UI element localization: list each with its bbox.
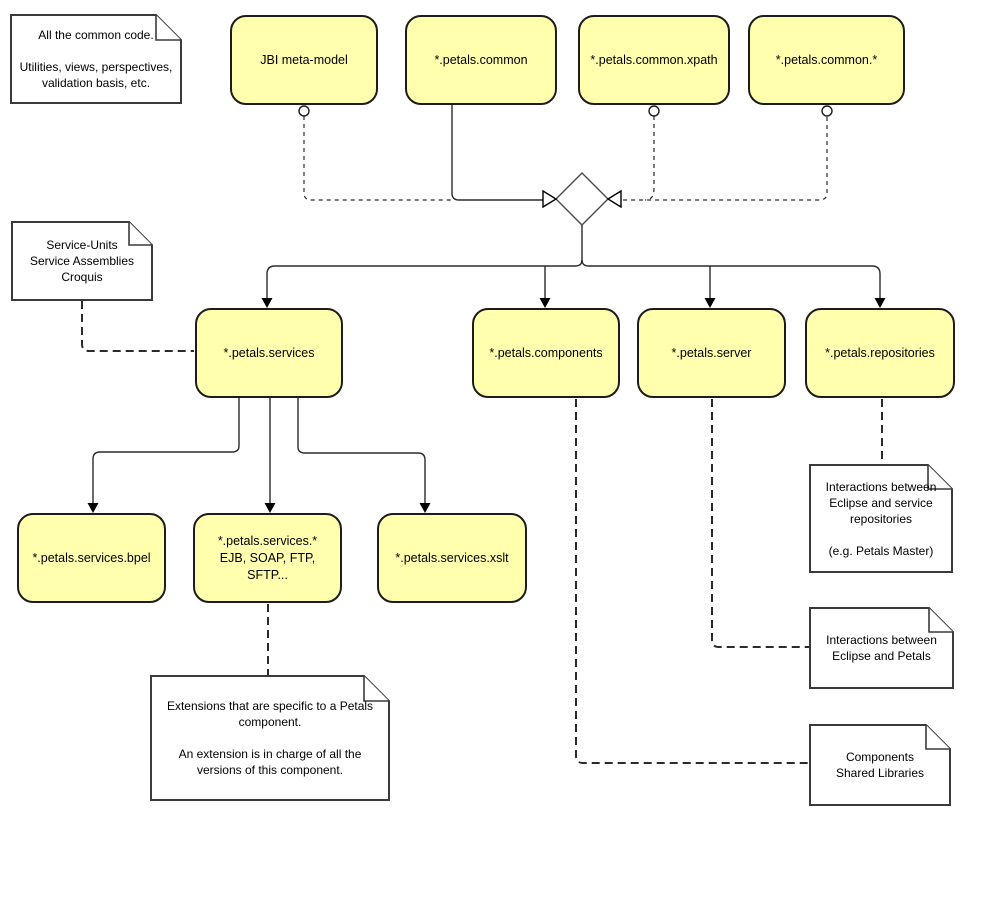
note-components-shared-libraries[interactable]: Components Shared Libraries bbox=[835, 750, 925, 780]
connector-common-star-to-diamond bbox=[621, 117, 828, 201]
package-petals-services-star[interactable]: *.petals.services.* EJB, SOAP, FTP, SFTP… bbox=[193, 513, 342, 603]
package-petals-common-xpath[interactable]: *.petals.common.xpath bbox=[578, 15, 730, 105]
connector-services-to-xslt bbox=[297, 398, 426, 504]
arrowhead-repositories bbox=[874, 298, 886, 308]
package-petals-server[interactable]: *.petals.server bbox=[637, 308, 786, 398]
interface-circle-common-star bbox=[821, 105, 833, 117]
arrowhead-services bbox=[261, 298, 273, 308]
note-shape-service-units bbox=[11, 221, 153, 301]
note-interactions-repositories[interactable]: Interactions between Eclipse and service… bbox=[825, 479, 937, 558]
package-petals-common[interactable]: *.petals.common bbox=[405, 15, 557, 105]
note-shape-all-common-code bbox=[10, 14, 182, 104]
interface-circle-xpath bbox=[648, 105, 660, 117]
note-all-common-code[interactable]: All the common code. Utilities, views, p… bbox=[19, 28, 173, 90]
connector-server-note bbox=[711, 399, 809, 648]
note-extensions[interactable]: Extensions that are specific to a Petals… bbox=[166, 699, 374, 777]
note-shape-interactions-petals bbox=[809, 607, 954, 689]
open-arrowhead-right bbox=[606, 189, 622, 209]
connector-jbi-to-diamond bbox=[303, 116, 452, 201]
package-petals-services[interactable]: *.petals.services bbox=[195, 308, 343, 398]
merge-diamond bbox=[555, 172, 609, 226]
connector-trunk-to-repositories bbox=[581, 259, 881, 299]
note-shape-interactions-repositories bbox=[809, 464, 953, 573]
connector-trunk-to-services bbox=[266, 259, 583, 299]
arrowhead-services-star bbox=[264, 503, 276, 513]
note-interactions-petals[interactable]: Interactions between Eclipse and Petals bbox=[826, 633, 937, 663]
package-petals-components[interactable]: *.petals.components bbox=[472, 308, 620, 398]
arrowhead-components bbox=[539, 298, 551, 308]
interface-circle-jbi bbox=[298, 105, 310, 117]
note-shape-extensions bbox=[150, 675, 390, 801]
package-petals-services-bpel[interactable]: *.petals.services.bpel bbox=[17, 513, 166, 603]
arrowhead-server bbox=[704, 298, 716, 308]
connector-common-to-diamond bbox=[451, 105, 543, 201]
arrowhead-bpel bbox=[87, 503, 99, 513]
connector-xpath-to-diamond bbox=[644, 116, 655, 201]
package-jbi-meta-model[interactable]: JBI meta-model bbox=[230, 15, 378, 105]
arrowhead-xslt bbox=[419, 503, 431, 513]
package-petals-services-xslt[interactable]: *.petals.services.xslt bbox=[377, 513, 527, 603]
connector-service-units-note bbox=[81, 301, 194, 352]
package-petals-common-star[interactable]: *.petals.common.* bbox=[748, 15, 905, 105]
note-service-units[interactable]: Service-Units Service Assemblies Croquis bbox=[29, 238, 135, 284]
note-shape-components-shared-libraries bbox=[809, 724, 951, 806]
open-arrowhead-left bbox=[542, 189, 558, 209]
package-petals-repositories[interactable]: *.petals.repositories bbox=[805, 308, 955, 398]
connector-services-to-bpel bbox=[92, 398, 240, 504]
connector-components-note bbox=[575, 399, 809, 764]
